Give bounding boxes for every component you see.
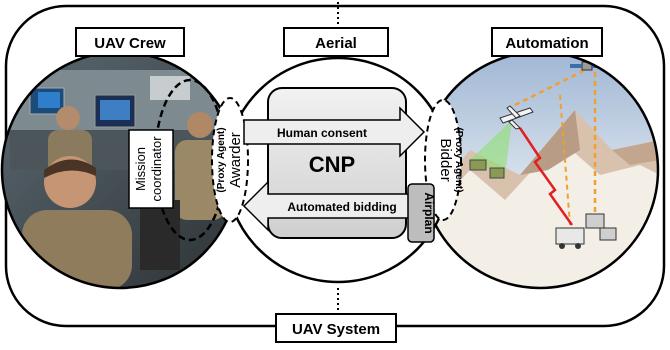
cnp-label: CNP: [309, 152, 355, 177]
mission-coordinator-label-2: coordinator: [149, 136, 164, 202]
airplan-label: Airplan: [422, 192, 436, 233]
uav-system-title: UAV System: [292, 321, 380, 338]
mission-coordinator-label: Mission: [133, 147, 148, 191]
aerial-title-box: [283, 27, 389, 57]
ground-vehicle-icon: [555, 213, 617, 249]
awarder-proxy-label: (Proxy Agent): [216, 127, 227, 192]
aerial-title: Aerial: [315, 35, 357, 52]
awarder-label: Awarder: [227, 132, 244, 188]
uav-plane-icon: [499, 105, 534, 130]
uav-system-title-box: [275, 313, 397, 343]
awarder-proxy-ellipse: [211, 97, 249, 223]
airplan-box: [407, 183, 435, 243]
bidder-proxy-label: (Proxy Agent): [453, 127, 464, 192]
automation-title-box: [491, 27, 603, 57]
automated-bidding-label: Automated bidding: [287, 200, 396, 214]
uav-crew-title: UAV Crew: [94, 35, 166, 52]
mission-coordinator-box: [128, 129, 174, 209]
bidder-label: Bidder: [437, 138, 454, 181]
uav-crew-photo: [2, 52, 238, 288]
automation-scene: [422, 52, 658, 288]
automated-bidding-arrow: [242, 180, 419, 232]
human-consent-arrow: [243, 106, 426, 158]
red-signal-line: [518, 127, 574, 226]
uav-crew-title-box: [75, 27, 185, 57]
automation-title: Automation: [505, 35, 588, 52]
human-consent-label: Human consent: [277, 126, 367, 140]
